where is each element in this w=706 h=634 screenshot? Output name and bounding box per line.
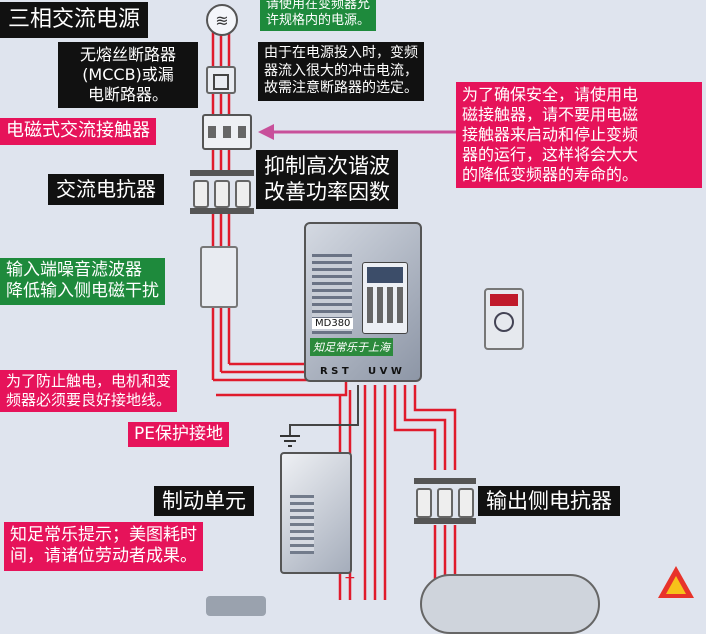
tip-line-1: 知足常乐提示；美图耗时 bbox=[10, 525, 197, 545]
ac-reactor-label: 交流电抗器 bbox=[48, 174, 164, 205]
mccb-line-2: (MCCB)或漏 bbox=[82, 65, 174, 84]
fan-bottom-left bbox=[206, 596, 266, 616]
motor bbox=[420, 574, 600, 634]
top-note-line-2: 许规格内的电源。 bbox=[266, 13, 371, 29]
pe-label: PE保护接地 bbox=[128, 422, 229, 448]
harmonic-line-1: 抑制高次谐波 bbox=[264, 154, 390, 178]
arrow-left-icon bbox=[258, 124, 460, 140]
contactor-label: 电磁式交流接触器 bbox=[0, 118, 156, 145]
safety-line-1: 为了确保安全，请使用电 bbox=[462, 85, 639, 104]
inrush-line-1: 由于在电源投入时，变频 bbox=[264, 45, 418, 61]
inrush-line-2: 器流入很大的冲击电流， bbox=[264, 62, 418, 79]
logo-icon bbox=[656, 562, 696, 602]
top-note-label: 请使用在变频器允 许规格内的电源。 bbox=[260, 0, 377, 31]
tip-label: 知足常乐提示；美图耗时 间，请诸位劳动者成果。 bbox=[4, 522, 203, 571]
ground-note-label: 为了防止触电，电机和变 频器必须要良好接地线。 bbox=[0, 370, 178, 412]
noise-filter-label: 输入端噪音滤波器 降低输入侧电磁干扰 bbox=[0, 258, 165, 305]
output-reactor bbox=[414, 478, 476, 524]
inverter-md380: MD380 知足常乐于上海 R S T U V W bbox=[304, 222, 422, 382]
output-terminals-label: U V W bbox=[368, 366, 402, 377]
ground-icon bbox=[280, 435, 300, 447]
circuit-breaker bbox=[206, 66, 236, 94]
safety-label: 为了确保安全，请使用电 磁接触器，请不要用电磁 接触器来启动和停止变频 器的运行… bbox=[456, 82, 702, 188]
ac-source-icon: ≋ bbox=[206, 4, 238, 36]
inrush-label: 由于在电源投入时，变频 器流入很大的冲击电流， 故需注意断路器的选定。 bbox=[258, 42, 424, 101]
safety-line-4: 器的运行，这样将会大大 bbox=[462, 145, 639, 164]
input-terminals-label: R S T bbox=[320, 366, 349, 377]
ground-note-line-1: 为了防止触电，电机和变 bbox=[6, 372, 172, 390]
safety-line-5: 的降低变频器的寿命的。 bbox=[462, 165, 639, 184]
brake-unit bbox=[280, 452, 352, 574]
noise-filter-line-2: 降低输入侧电磁干扰 bbox=[6, 281, 159, 302]
top-note-line-1: 请使用在变频器允 bbox=[266, 0, 371, 12]
remote-keypad bbox=[484, 288, 524, 350]
model-label: MD380 bbox=[312, 318, 354, 329]
safety-line-3: 接触器来启动和停止变频 bbox=[462, 125, 639, 144]
mccb-line-1: 无熔丝断路器 bbox=[79, 45, 176, 64]
ac-reactor bbox=[190, 170, 254, 214]
inrush-line-3: 故需注意断路器的选定。 bbox=[264, 80, 418, 96]
power-source-label: 三相交流电源 bbox=[0, 2, 149, 38]
mccb-label: 无熔丝断路器 (MCCB)或漏 电断路器。 bbox=[58, 42, 198, 108]
mccb-line-3: 电断路器。 bbox=[87, 85, 168, 104]
tip-line-2: 间，请诸位劳动者成果。 bbox=[10, 546, 197, 567]
magnetic-contactor bbox=[202, 114, 252, 150]
output-reactor-label: 输出侧电抗器 bbox=[478, 486, 620, 517]
plus-mark: + bbox=[344, 570, 356, 586]
harmonic-label: 抑制高次谐波 改善功率因数 bbox=[256, 150, 398, 209]
safety-line-2: 磁接触器，请不要用电磁 bbox=[462, 105, 639, 124]
noise-filter bbox=[200, 246, 238, 308]
harmonic-line-2: 改善功率因数 bbox=[264, 180, 390, 205]
ground-note-line-2: 频器必须要良好接地线。 bbox=[6, 390, 172, 409]
ground-wire bbox=[289, 385, 359, 435]
watermark-text: 知足常乐于上海 bbox=[310, 338, 393, 356]
inverter-keypad bbox=[362, 262, 408, 334]
brake-unit-label: 制动单元 bbox=[154, 486, 254, 517]
noise-filter-line-1: 输入端噪音滤波器 bbox=[6, 260, 142, 280]
